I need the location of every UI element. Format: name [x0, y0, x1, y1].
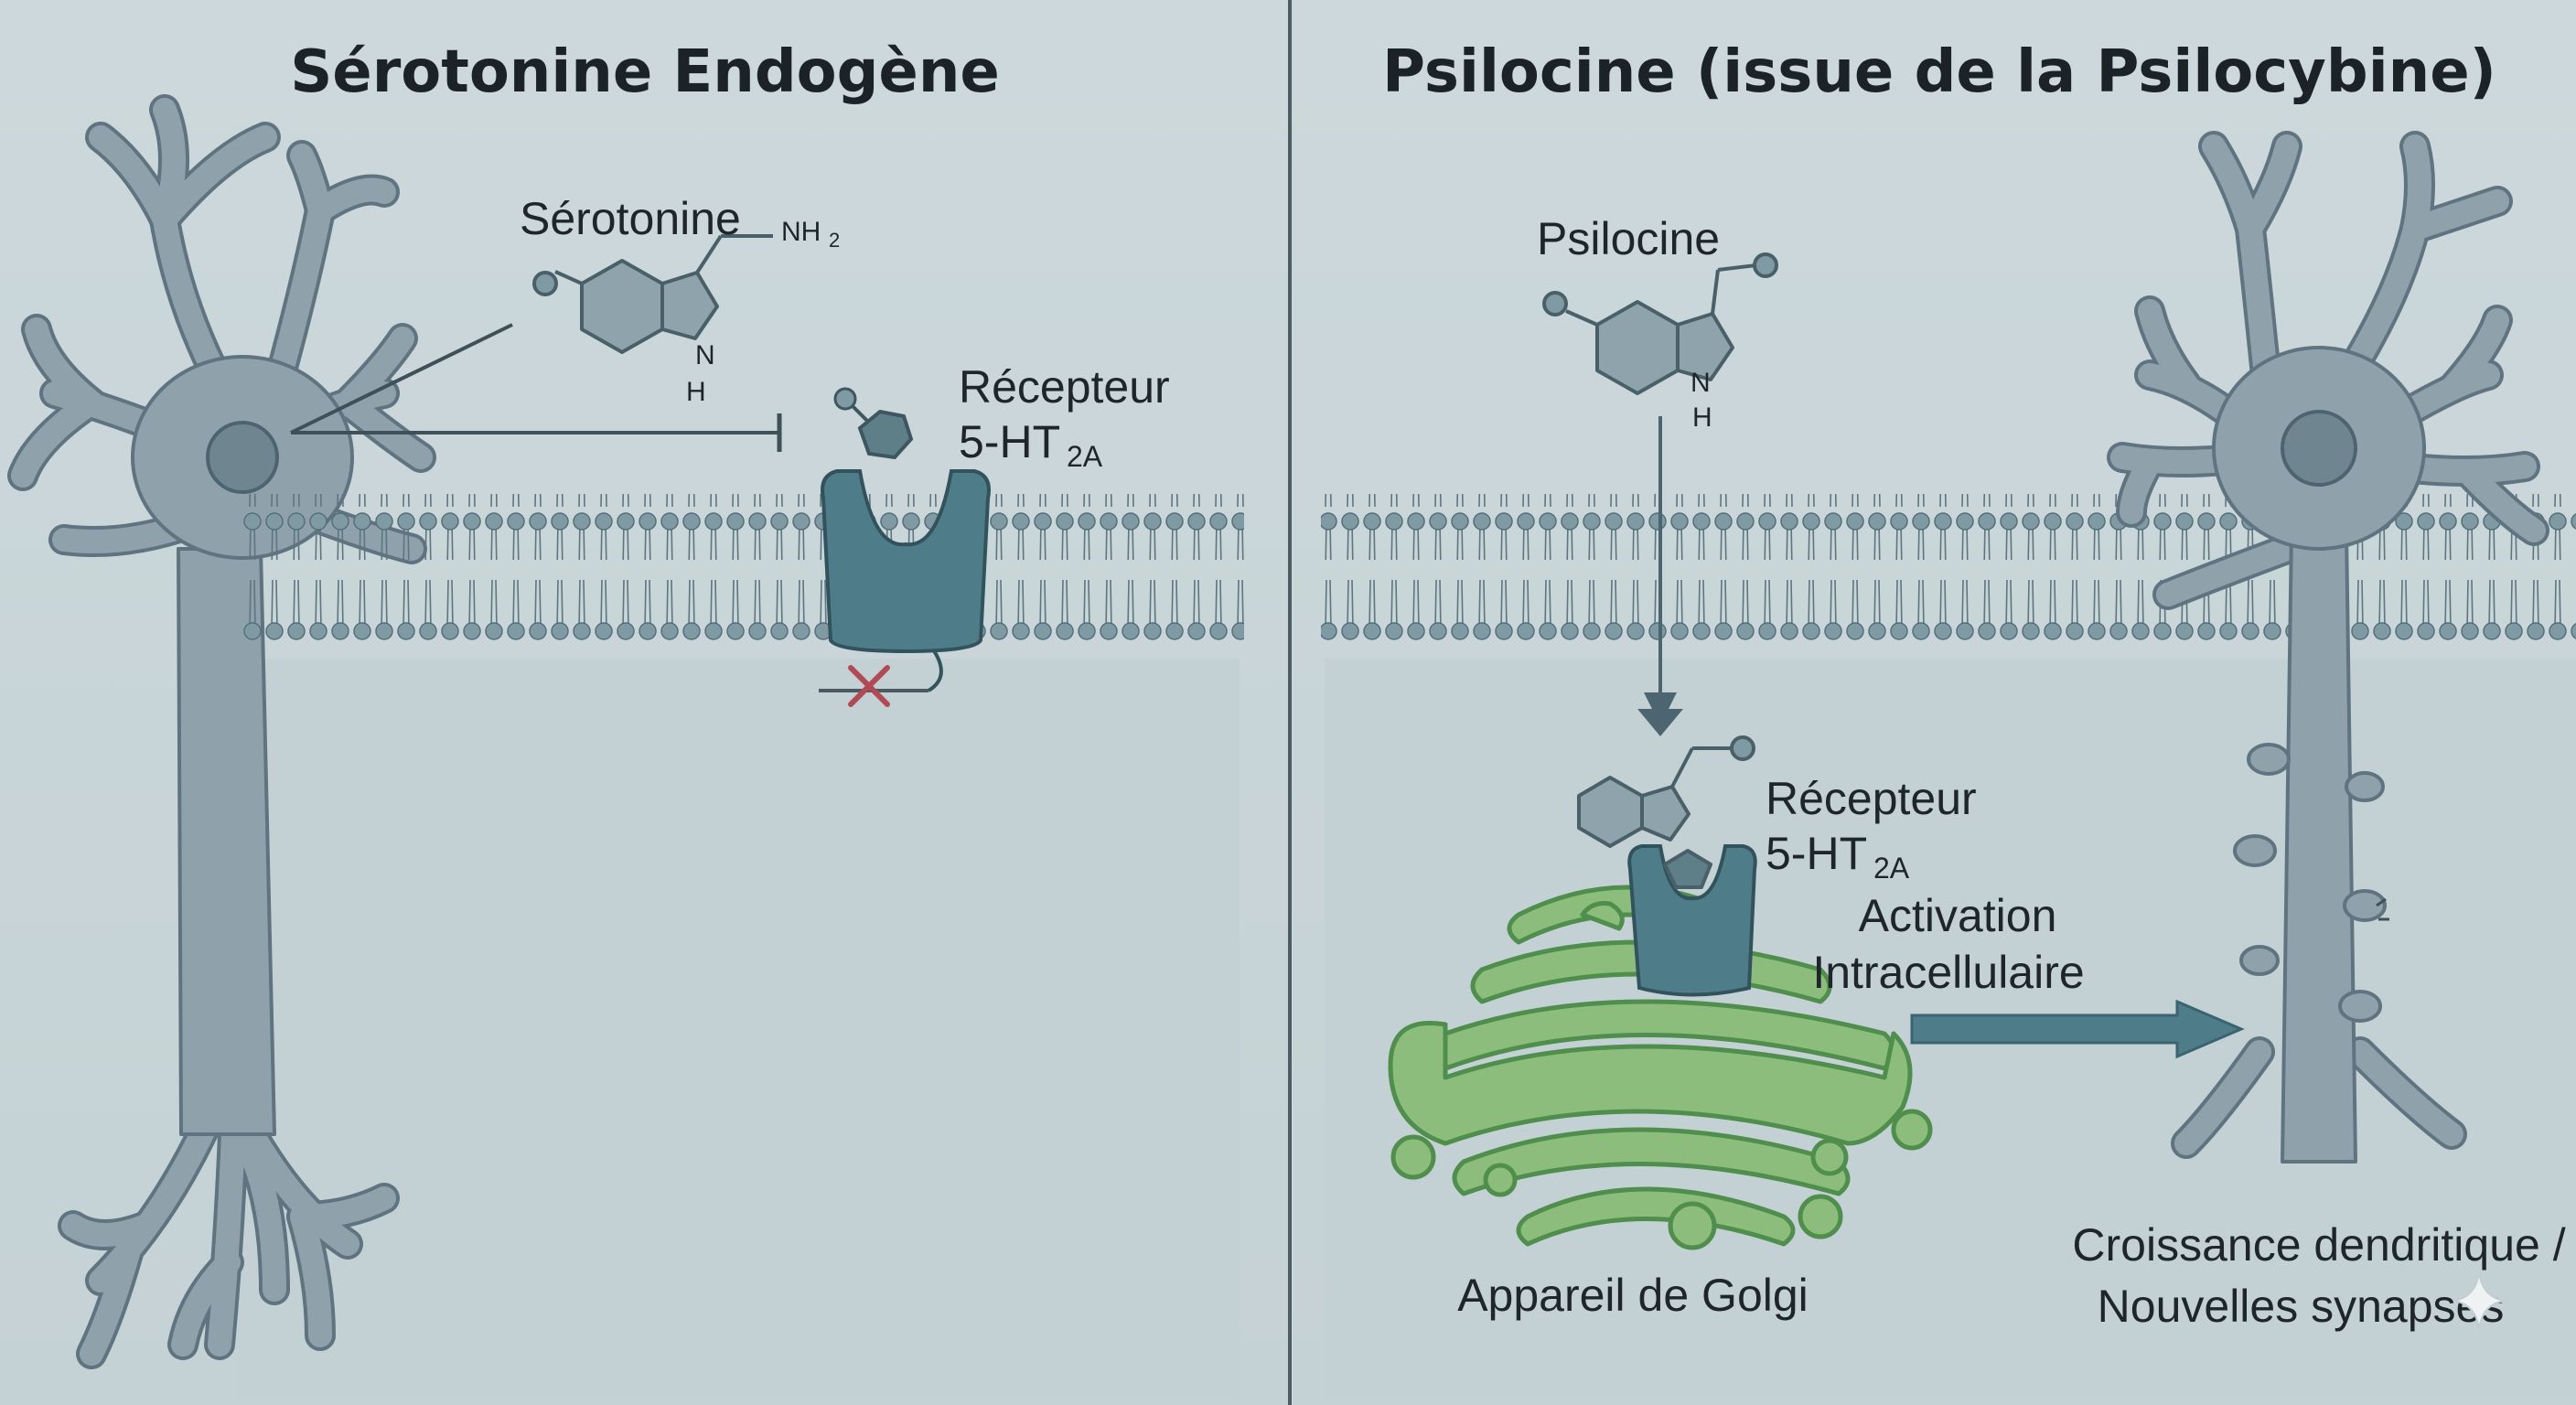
psilocin-label: Psilocine [1537, 213, 1720, 264]
psilocin-ring-n: N [1690, 368, 1711, 398]
psilocin-entry-arrowhead [1637, 709, 1683, 736]
psilocin-ring-h: H [1692, 402, 1712, 433]
right-receptor-label-line1: Récepteur [1766, 773, 1977, 824]
serotonin-ring-h: H [686, 377, 706, 407]
right-receptor-subscript: 2A [1873, 852, 1910, 885]
left-receptor-label-line2: 5-HT [959, 416, 1060, 467]
activation-arrow [1910, 999, 2245, 1059]
right-receptor [1627, 844, 1757, 997]
growth-label-line1: Croissance dendritique / [2072, 1219, 2565, 1271]
psilocin-molecule-icon [1542, 252, 1778, 395]
serotonin-amine-label: NH [781, 217, 821, 247]
right-nucleus [2281, 410, 2357, 487]
serotonin-amine-subscript: 2 [829, 229, 840, 252]
left-nucleus [206, 421, 279, 494]
left-panel-title: Sérotonine Endogène [290, 38, 1000, 106]
right-panel-title: Psilocine (issue de la Psilocybine) [1382, 38, 2496, 106]
left-receptor [819, 387, 991, 707]
growth-label-line2: Nouvelles synapses [2098, 1281, 2505, 1332]
dendritic-spines [2233, 743, 2387, 1023]
inhibition-x-icon [848, 665, 890, 707]
left-receptor-subscript: 2A [1067, 440, 1103, 473]
left-cytoplasm [238, 659, 1240, 1398]
left-membrane [242, 494, 1244, 644]
right-neuron [2107, 131, 2549, 1164]
serotonin-ring-n: N [695, 340, 715, 370]
serotonin-molecule-icon [532, 234, 773, 354]
right-receptor-label-line2: 5-HT [1766, 828, 1867, 879]
growth-tick-icon [2376, 897, 2389, 921]
serotonin-label: Sérotonine [520, 193, 741, 244]
activation-label-line2: Intracellulaire [1812, 947, 2084, 998]
sparkle-icon [2453, 1271, 2506, 1331]
inhibition-line [290, 323, 782, 452]
psilocin-bound-ligand-icon [1577, 735, 1755, 889]
activation-label-line1: Activation [1859, 890, 2057, 941]
left-ligand-icon [833, 387, 914, 460]
left-receptor-label-line1: Récepteur [959, 361, 1170, 413]
golgi-label: Appareil de Golgi [1457, 1270, 1809, 1321]
